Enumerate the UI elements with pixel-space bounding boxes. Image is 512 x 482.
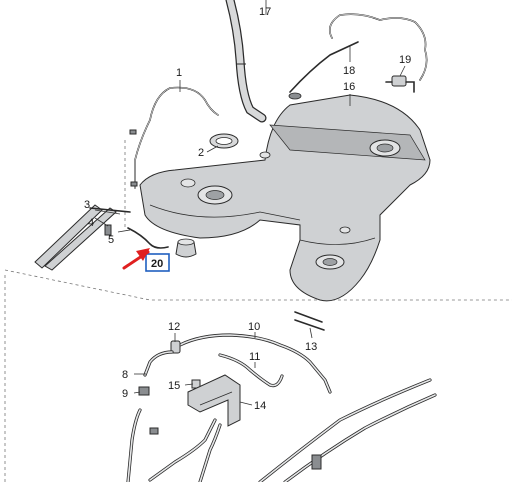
- callout-17: 17: [259, 6, 271, 18]
- callout-20: 20: [151, 258, 163, 270]
- clamp-bottom: [311, 454, 322, 470]
- bolts-13: [294, 311, 325, 331]
- leader-lines: [94, 0, 406, 406]
- filler-neck: [225, 0, 267, 123]
- callout-5: 5: [108, 234, 114, 246]
- callout-15: 15: [168, 380, 180, 392]
- highlight-box: [145, 253, 170, 272]
- callout-1: 1: [176, 67, 182, 79]
- fuel-tank: [139, 92, 431, 302]
- fuel-line-left-b: [148, 418, 217, 482]
- callout-13: 13: [305, 341, 317, 353]
- heat-shield-3: [34, 204, 131, 271]
- line-clip-lower: [130, 181, 138, 187]
- fuel-line-long-a: [258, 378, 432, 482]
- line-clip: [129, 129, 137, 135]
- connector-12: [170, 340, 181, 354]
- clip-left-bottom: [149, 427, 159, 435]
- callout-11: 11: [249, 351, 260, 363]
- callout-10: 10: [248, 321, 260, 333]
- callout-8: 8: [122, 369, 128, 381]
- callout-19: 19: [399, 54, 411, 66]
- callout-9: 9: [122, 388, 128, 400]
- callout-14: 14: [254, 400, 266, 412]
- fuel-line-long-b: [283, 393, 437, 482]
- callout-12: 12: [168, 321, 180, 333]
- fastener-4: [104, 224, 112, 236]
- upper-frame-line: [4, 269, 512, 301]
- callout-16: 16: [343, 81, 355, 93]
- vent-line: [289, 41, 359, 93]
- callout-2: 2: [198, 147, 204, 159]
- callout-18: 18: [343, 65, 355, 77]
- valve-part-19: [385, 75, 415, 93]
- highlight-callout-20: 20: [122, 248, 170, 272]
- sender-seal-2: [209, 133, 239, 149]
- callout-3: 3: [84, 199, 90, 211]
- hose-5: [127, 227, 169, 249]
- fuel-filter-20: [175, 238, 197, 258]
- red-arrowhead-icon: [136, 248, 150, 261]
- callout-4: 4: [88, 217, 94, 229]
- clip-9: [138, 386, 150, 396]
- bracket-14: [187, 374, 241, 427]
